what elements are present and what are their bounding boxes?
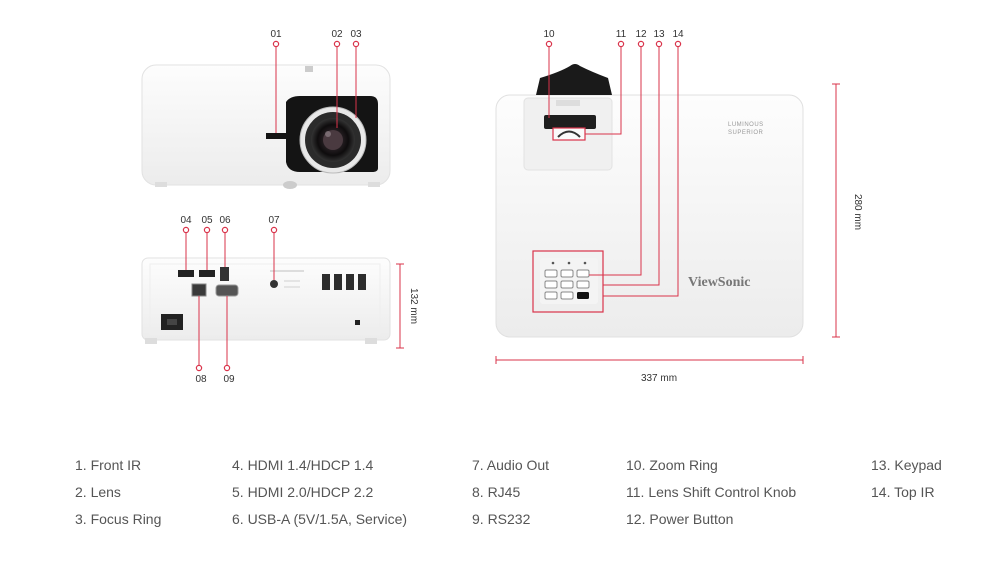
svg-text:280 mm: 280 mm: [852, 194, 863, 230]
legend-column-5: 13. Keypad 14. Top IR: [871, 452, 942, 506]
power-button: [577, 292, 589, 299]
legend-item-top-ir: 14. Top IR: [871, 484, 935, 500]
legend-item-lens: 2. Lens: [75, 484, 121, 500]
top-ir-led: [551, 261, 555, 265]
callout-07: 07: [268, 215, 280, 280]
callout-11: 11: [585, 29, 627, 135]
callout-13: 13: [603, 29, 665, 286]
front-ir-sensor: [266, 133, 288, 139]
callout-03: 03: [350, 29, 362, 118]
svg-text:14: 14: [672, 29, 684, 40]
legend-item-keypad: 13. Keypad: [871, 457, 942, 473]
callout-05: 05: [201, 215, 213, 270]
svg-text:07: 07: [268, 215, 280, 226]
projector-diagram: 01 02 03 04: [141, 29, 863, 385]
front-view: [141, 64, 391, 189]
svg-text:12: 12: [635, 29, 647, 40]
legend-item-power-button: 12. Power Button: [626, 511, 734, 527]
svg-text:ViewSonic: ViewSonic: [688, 275, 750, 290]
svg-text:337 mm: 337 mm: [641, 373, 677, 384]
hdmi-1-port: [178, 270, 194, 277]
hdmi-2-port: [199, 270, 215, 277]
audio-out-jack: [270, 280, 278, 288]
legend-column-2: 4. HDMI 1.4/HDCP 1.4 5. HDMI 2.0/HDCP 2.…: [232, 452, 407, 533]
svg-text:03: 03: [350, 29, 362, 40]
back-view: [141, 257, 391, 344]
legend-item-hdmi-2: 5. HDMI 2.0/HDCP 2.2: [232, 484, 374, 500]
svg-text:09: 09: [223, 374, 235, 385]
callout-04: 04: [180, 215, 192, 270]
svg-text:01: 01: [270, 29, 282, 40]
callout-14: 14: [603, 29, 684, 297]
callout-08: 08: [195, 296, 207, 385]
svg-text:08: 08: [195, 374, 207, 385]
legend: 1. Front IR 2. Lens 3. Focus Ring 4. HDM…: [0, 452, 989, 552]
legend-item-focus-ring: 3. Focus Ring: [75, 511, 162, 527]
svg-text:13: 13: [653, 29, 665, 40]
svg-text:06: 06: [219, 215, 231, 226]
callout-01: 01: [270, 29, 282, 133]
keypad-highlight: [532, 250, 604, 313]
svg-text:LUMINOUS: LUMINOUS: [728, 122, 764, 128]
legend-column-4: 10. Zoom Ring 11. Lens Shift Control Kno…: [626, 452, 796, 533]
svg-text:04: 04: [180, 215, 192, 226]
svg-text:SUPERIOR: SUPERIOR: [728, 130, 764, 136]
svg-text:11: 11: [616, 29, 627, 40]
zoom-ring: [544, 115, 596, 129]
legend-item-zoom-ring: 10. Zoom Ring: [626, 457, 718, 473]
legend-item-hdmi-1: 4. HDMI 1.4/HDCP 1.4: [232, 457, 374, 473]
svg-text:132 mm: 132 mm: [408, 288, 419, 324]
legend-column-1: 1. Front IR 2. Lens 3. Focus Ring: [75, 452, 161, 533]
callout-02: 02: [331, 29, 343, 128]
legend-item-lens-shift-knob: 11. Lens Shift Control Knob: [626, 484, 797, 500]
legend-item-audio-out: 7. Audio Out: [472, 457, 550, 473]
legend-item-front-ir: 1. Front IR: [75, 457, 142, 473]
rj45-port: [191, 283, 207, 297]
callout-12: 12: [589, 29, 647, 276]
usb-a-port: [220, 267, 229, 281]
callout-06: 06: [219, 215, 231, 267]
top-view: LUMINOUS SUPERIOR ViewSonic: [495, 64, 804, 338]
height-dimension: 132 mm: [396, 263, 419, 349]
legend-item-usb-a: 6. USB-A (5V/1.5A, Service): [232, 511, 408, 527]
legend-column-3: 7. Audio Out 8. RJ45 9. RS232: [472, 452, 549, 533]
legend-item-rs232: 9. RS232: [472, 511, 531, 527]
svg-text:05: 05: [201, 215, 213, 226]
width-dimension: 337 mm: [495, 356, 804, 384]
rs232-port: [215, 284, 239, 297]
svg-text:02: 02: [331, 29, 343, 40]
callout-09: 09: [223, 296, 235, 385]
lens-shift-knob: [552, 127, 586, 141]
svg-text:10: 10: [543, 29, 555, 40]
legend-item-rj45: 8. RJ45: [472, 484, 521, 500]
depth-dimension: 280 mm: [832, 83, 863, 338]
callout-10: 10: [543, 29, 555, 118]
